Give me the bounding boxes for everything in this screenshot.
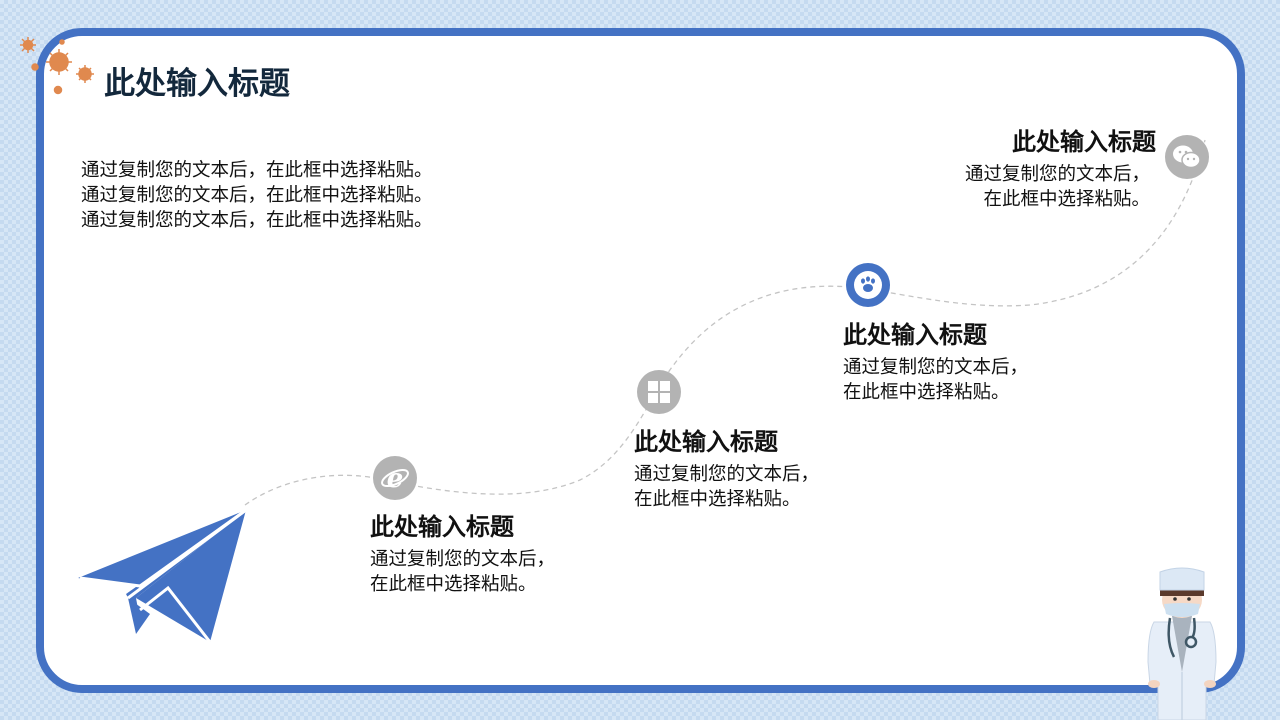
step-4-line: 在此框中选择粘贴。: [983, 189, 1150, 210]
paw-icon: [861, 276, 875, 292]
step-1-line: 通过复制您的文本后，: [370, 549, 556, 570]
step-2-line: 在此框中选择粘贴。: [634, 489, 801, 510]
page-title: 此处输入标题: [104, 66, 290, 102]
windows-icon: [648, 381, 670, 403]
intro-line: 通过复制您的文本后，在此框中选择粘贴。: [81, 185, 433, 206]
step-3-title: 此处输入标题: [843, 321, 987, 349]
svg-text:e: e: [387, 464, 404, 493]
virus-decoration-icon: [20, 37, 94, 95]
doctor-illustration-icon: [1147, 567, 1217, 720]
ie-browser-icon: e: [381, 464, 409, 493]
step-4-title: 此处输入标题: [1012, 128, 1156, 156]
step-1-icon-badge: e: [373, 456, 417, 500]
step-2-body: 通过复制您的文本后， 在此框中选择粘贴。: [634, 462, 819, 512]
step-3-line: 在此框中选择粘贴。: [843, 382, 1010, 403]
step-2-icon-badge: [637, 370, 681, 414]
step-4-icon-badge: [1165, 135, 1209, 179]
paper-plane-icon: [78, 510, 247, 643]
step-4-body: 通过复制您的文本后， 在此框中选择粘贴。: [900, 162, 1150, 212]
step-4-line: 通过复制您的文本后，: [964, 164, 1150, 185]
intro-line: 通过复制您的文本后，在此框中选择粘贴。: [81, 160, 433, 181]
wechat-icon: [1173, 145, 1201, 169]
intro-line: 通过复制您的文本后，在此框中选择粘贴。: [81, 210, 433, 231]
step-1-line: 在此框中选择粘贴。: [370, 574, 537, 595]
slide-frame: [36, 28, 1245, 693]
step-1-title: 此处输入标题: [370, 513, 514, 541]
step-2-title: 此处输入标题: [634, 428, 778, 456]
step-3-line: 通过复制您的文本后，: [843, 357, 1029, 378]
intro-text: 通过复制您的文本后，在此框中选择粘贴。 通过复制您的文本后，在此框中选择粘贴。 …: [81, 158, 433, 233]
step-2-line: 通过复制您的文本后，: [634, 464, 820, 485]
step-1-body: 通过复制您的文本后， 在此框中选择粘贴。: [370, 547, 555, 597]
step-3-body: 通过复制您的文本后， 在此框中选择粘贴。: [843, 355, 1028, 405]
step-3-icon-badge: [846, 263, 890, 307]
